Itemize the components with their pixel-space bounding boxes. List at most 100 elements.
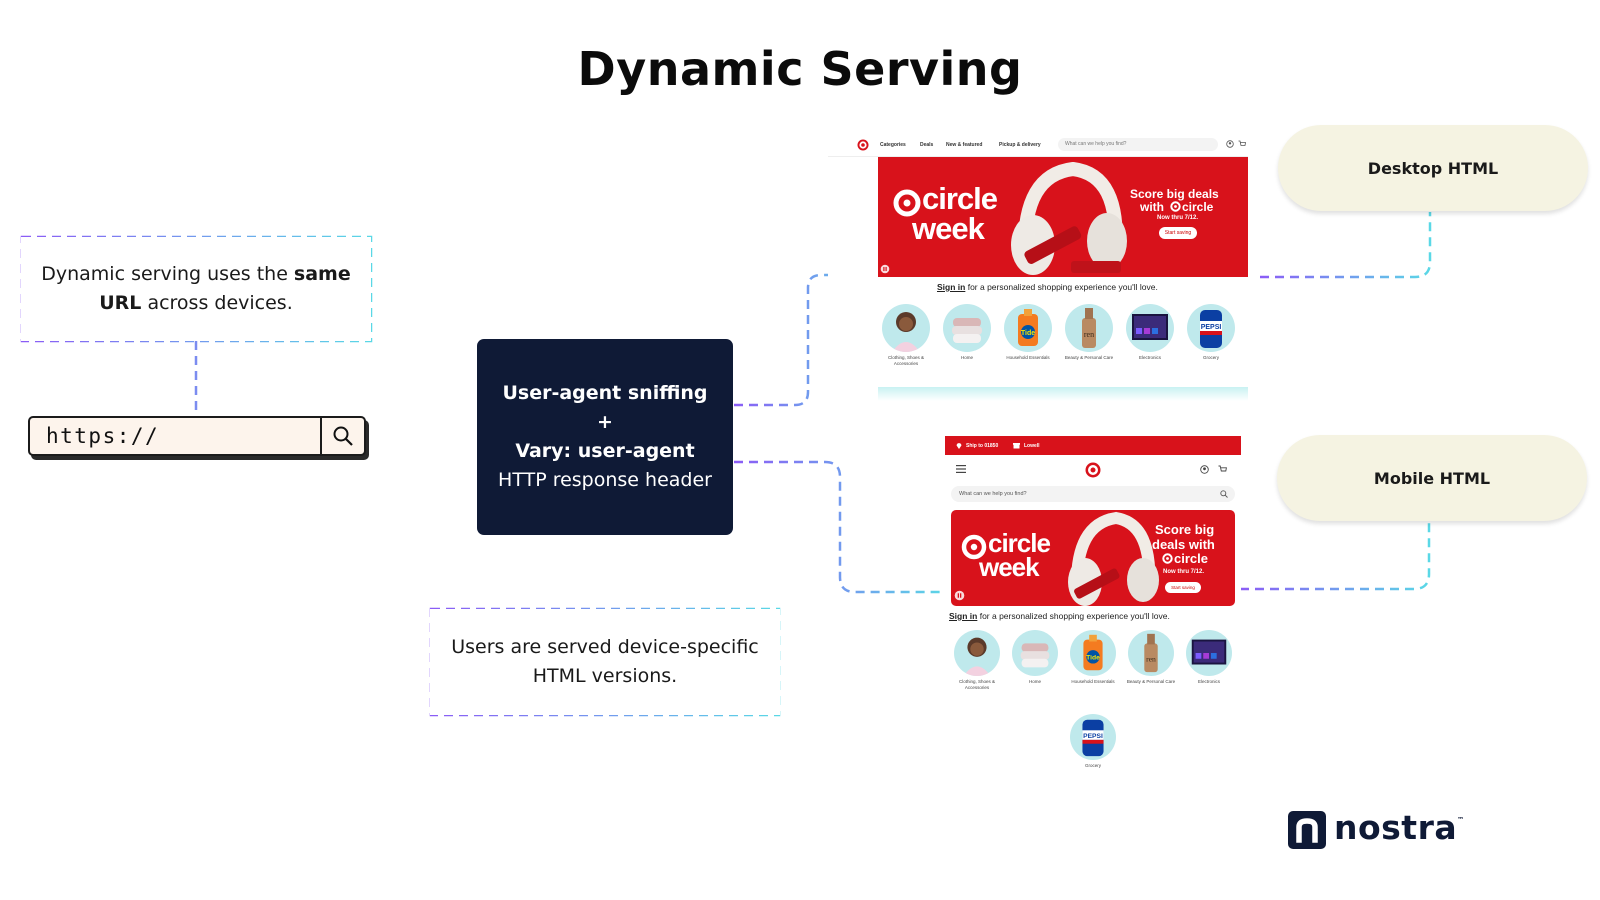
url-bar[interactable]: https://: [28, 416, 366, 456]
target-logo-icon[interactable]: [1085, 462, 1101, 478]
category-grocery[interactable]: PEPSI Grocery: [1067, 714, 1119, 769]
mobile-store[interactable]: Lowell: [1024, 443, 1040, 449]
cart-icon[interactable]: [1238, 140, 1246, 148]
category-electronics[interactable]: Electronics: [1183, 630, 1235, 685]
banner-dates: Now thru 7/12.: [1157, 215, 1199, 221]
category-label-beauty: Beauty & Personal Care: [1064, 355, 1114, 360]
note-url-text-pre: Dynamic serving uses the: [41, 263, 294, 285]
banner-headline-with: with: [1140, 200, 1164, 214]
mobile-search-input[interactable]: What can we help you find?: [951, 486, 1235, 502]
tide-bottle-image: Tide: [1083, 634, 1103, 671]
category-home[interactable]: Home: [1009, 630, 1061, 685]
center-explainer-box: User-agent sniffing + Vary: user-agent H…: [477, 339, 733, 535]
category-label-beauty: Beauty & Personal Care: [1126, 679, 1176, 684]
category-grocery[interactable]: PEPSI Grocery: [1185, 304, 1237, 361]
category-label-home: Home: [1028, 679, 1041, 684]
category-household[interactable]: Tide Household Essentials: [1067, 630, 1119, 685]
category-beauty[interactable]: ren Beauty & Personal Care: [1063, 304, 1115, 361]
desktop-nav: Categories Deals New & featured Pickup &…: [828, 133, 1248, 157]
desktop-html-pill: Desktop HTML: [1278, 125, 1588, 211]
banner-dates: Now thru 7/12.: [1163, 569, 1205, 575]
banner-headline-line1: Score big deals: [1130, 187, 1219, 201]
nostra-logo-mark-icon: [1288, 811, 1326, 849]
mobile-signin-link[interactable]: Sign in: [949, 611, 978, 621]
circle-logo-small-icon: [1162, 553, 1173, 564]
account-icon[interactable]: [1200, 465, 1209, 474]
hamburger-menu-icon[interactable]: [956, 465, 966, 473]
tide-label: Tide: [1021, 330, 1035, 337]
tide-label: Tide: [1086, 655, 1100, 662]
category-household[interactable]: Tide Household Essentials: [1002, 304, 1054, 361]
desktop-search-input[interactable]: What can we help you find?: [1058, 138, 1218, 151]
search-icon[interactable]: [320, 418, 364, 454]
circle-logo-small-icon: [1170, 201, 1181, 212]
banner-headline-circle: circle: [1182, 200, 1214, 214]
girl-image: [892, 312, 920, 352]
desktop-screenshot: Categories Deals New & featured Pickup &…: [828, 133, 1248, 403]
towels-image: [952, 318, 982, 343]
location-pin-icon: [956, 443, 962, 449]
note-url-bold-same: same: [293, 263, 351, 285]
banner-week-word: week: [912, 211, 985, 246]
banner-cta-button[interactable]: Start saving: [1165, 582, 1201, 593]
search-icon[interactable]: [1220, 490, 1228, 498]
center-line-plus: +: [597, 411, 613, 433]
category-label-electronics: Electronics: [1197, 679, 1220, 684]
nav-pickup-delivery[interactable]: Pickup & delivery: [999, 142, 1041, 148]
mobile-promo-banner[interactable]: circle week Score big deals with circle …: [951, 510, 1235, 606]
banner-circle-word: circle: [988, 528, 1051, 558]
headphones-image: [1011, 161, 1127, 275]
mobile-top-bar: Ship to 01850 Lowell: [945, 436, 1241, 455]
center-line-header: HTTP response header: [498, 469, 712, 491]
store-icon: [1013, 443, 1020, 449]
banner-cta-button[interactable]: Start saving: [1159, 227, 1197, 239]
desktop-promo-banner[interactable]: circle week Score big deals with circle …: [878, 157, 1248, 277]
category-label-clothing: Clothing, Shoes & Accessories: [958, 679, 996, 690]
beauty-bottle-image: ren: [1144, 633, 1158, 673]
account-icon[interactable]: [1226, 140, 1234, 148]
circle-logo-icon: [893, 189, 921, 217]
category-label-home: Home: [960, 355, 973, 360]
category-electronics[interactable]: Electronics: [1124, 304, 1176, 361]
mobile-html-label: Mobile HTML: [1373, 468, 1491, 488]
pause-icon[interactable]: [954, 590, 965, 601]
pepsi-label: PEPSI: [1201, 324, 1222, 331]
category-label-grocery: Grocery: [1202, 355, 1219, 360]
nav-deals[interactable]: Deals: [920, 142, 934, 148]
category-label-grocery: Grocery: [1084, 763, 1101, 768]
girl-image: [963, 637, 991, 676]
mobile-ship-to[interactable]: Ship to 01850: [966, 443, 999, 449]
desktop-bottom-strip: [878, 387, 1248, 401]
cart-icon[interactable]: [1218, 465, 1227, 474]
url-text: https://: [46, 424, 160, 448]
category-home[interactable]: Home: [941, 304, 993, 361]
tide-bottle-image: Tide: [1018, 309, 1038, 346]
mobile-signin-text: for a personalized shopping experience y…: [977, 611, 1170, 621]
note-url-text-post: across devices.: [141, 292, 293, 314]
pause-icon[interactable]: [880, 264, 890, 274]
center-line-vary: Vary: user-agent: [515, 440, 695, 462]
banner-week-word: week: [979, 552, 1040, 582]
mobile-html-pill: Mobile HTML: [1277, 435, 1587, 521]
category-label-household: Household Essentials: [1071, 679, 1115, 684]
nostra-tm: ™: [1457, 816, 1465, 824]
category-clothing[interactable]: Clothing, Shoes & Accessories: [880, 304, 932, 367]
category-beauty[interactable]: ren Beauty & Personal Care: [1125, 630, 1177, 685]
circle-logo-icon: [961, 534, 987, 560]
mobile-signin-prompt: Sign in for a personalized shopping expe…: [949, 611, 1170, 621]
connector-center-to-mobile: [734, 460, 948, 594]
pepsi-label: PEPSI: [1083, 733, 1103, 740]
mobile-screenshot: Ship to 01850 Lowell What can we help yo…: [945, 436, 1241, 768]
connector-mobile-to-pill: [1240, 523, 1431, 591]
towels-image: [1020, 643, 1050, 668]
nav-new-featured[interactable]: New & featured: [946, 142, 983, 148]
desktop-signin-link[interactable]: Sign in: [937, 282, 966, 292]
category-clothing[interactable]: Clothing, Shoes & Accessories: [951, 630, 1003, 691]
beauty-bottle-image: ren: [1082, 308, 1096, 348]
tv-image: [1132, 314, 1168, 340]
pepsi-can-image: PEPSI: [1082, 719, 1104, 757]
note-users-line1: Users are served device-specific: [451, 636, 759, 658]
bottle-label: ren: [1084, 330, 1094, 339]
bottle-label: ren: [1146, 655, 1156, 664]
nav-categories[interactable]: Categories: [880, 142, 906, 148]
